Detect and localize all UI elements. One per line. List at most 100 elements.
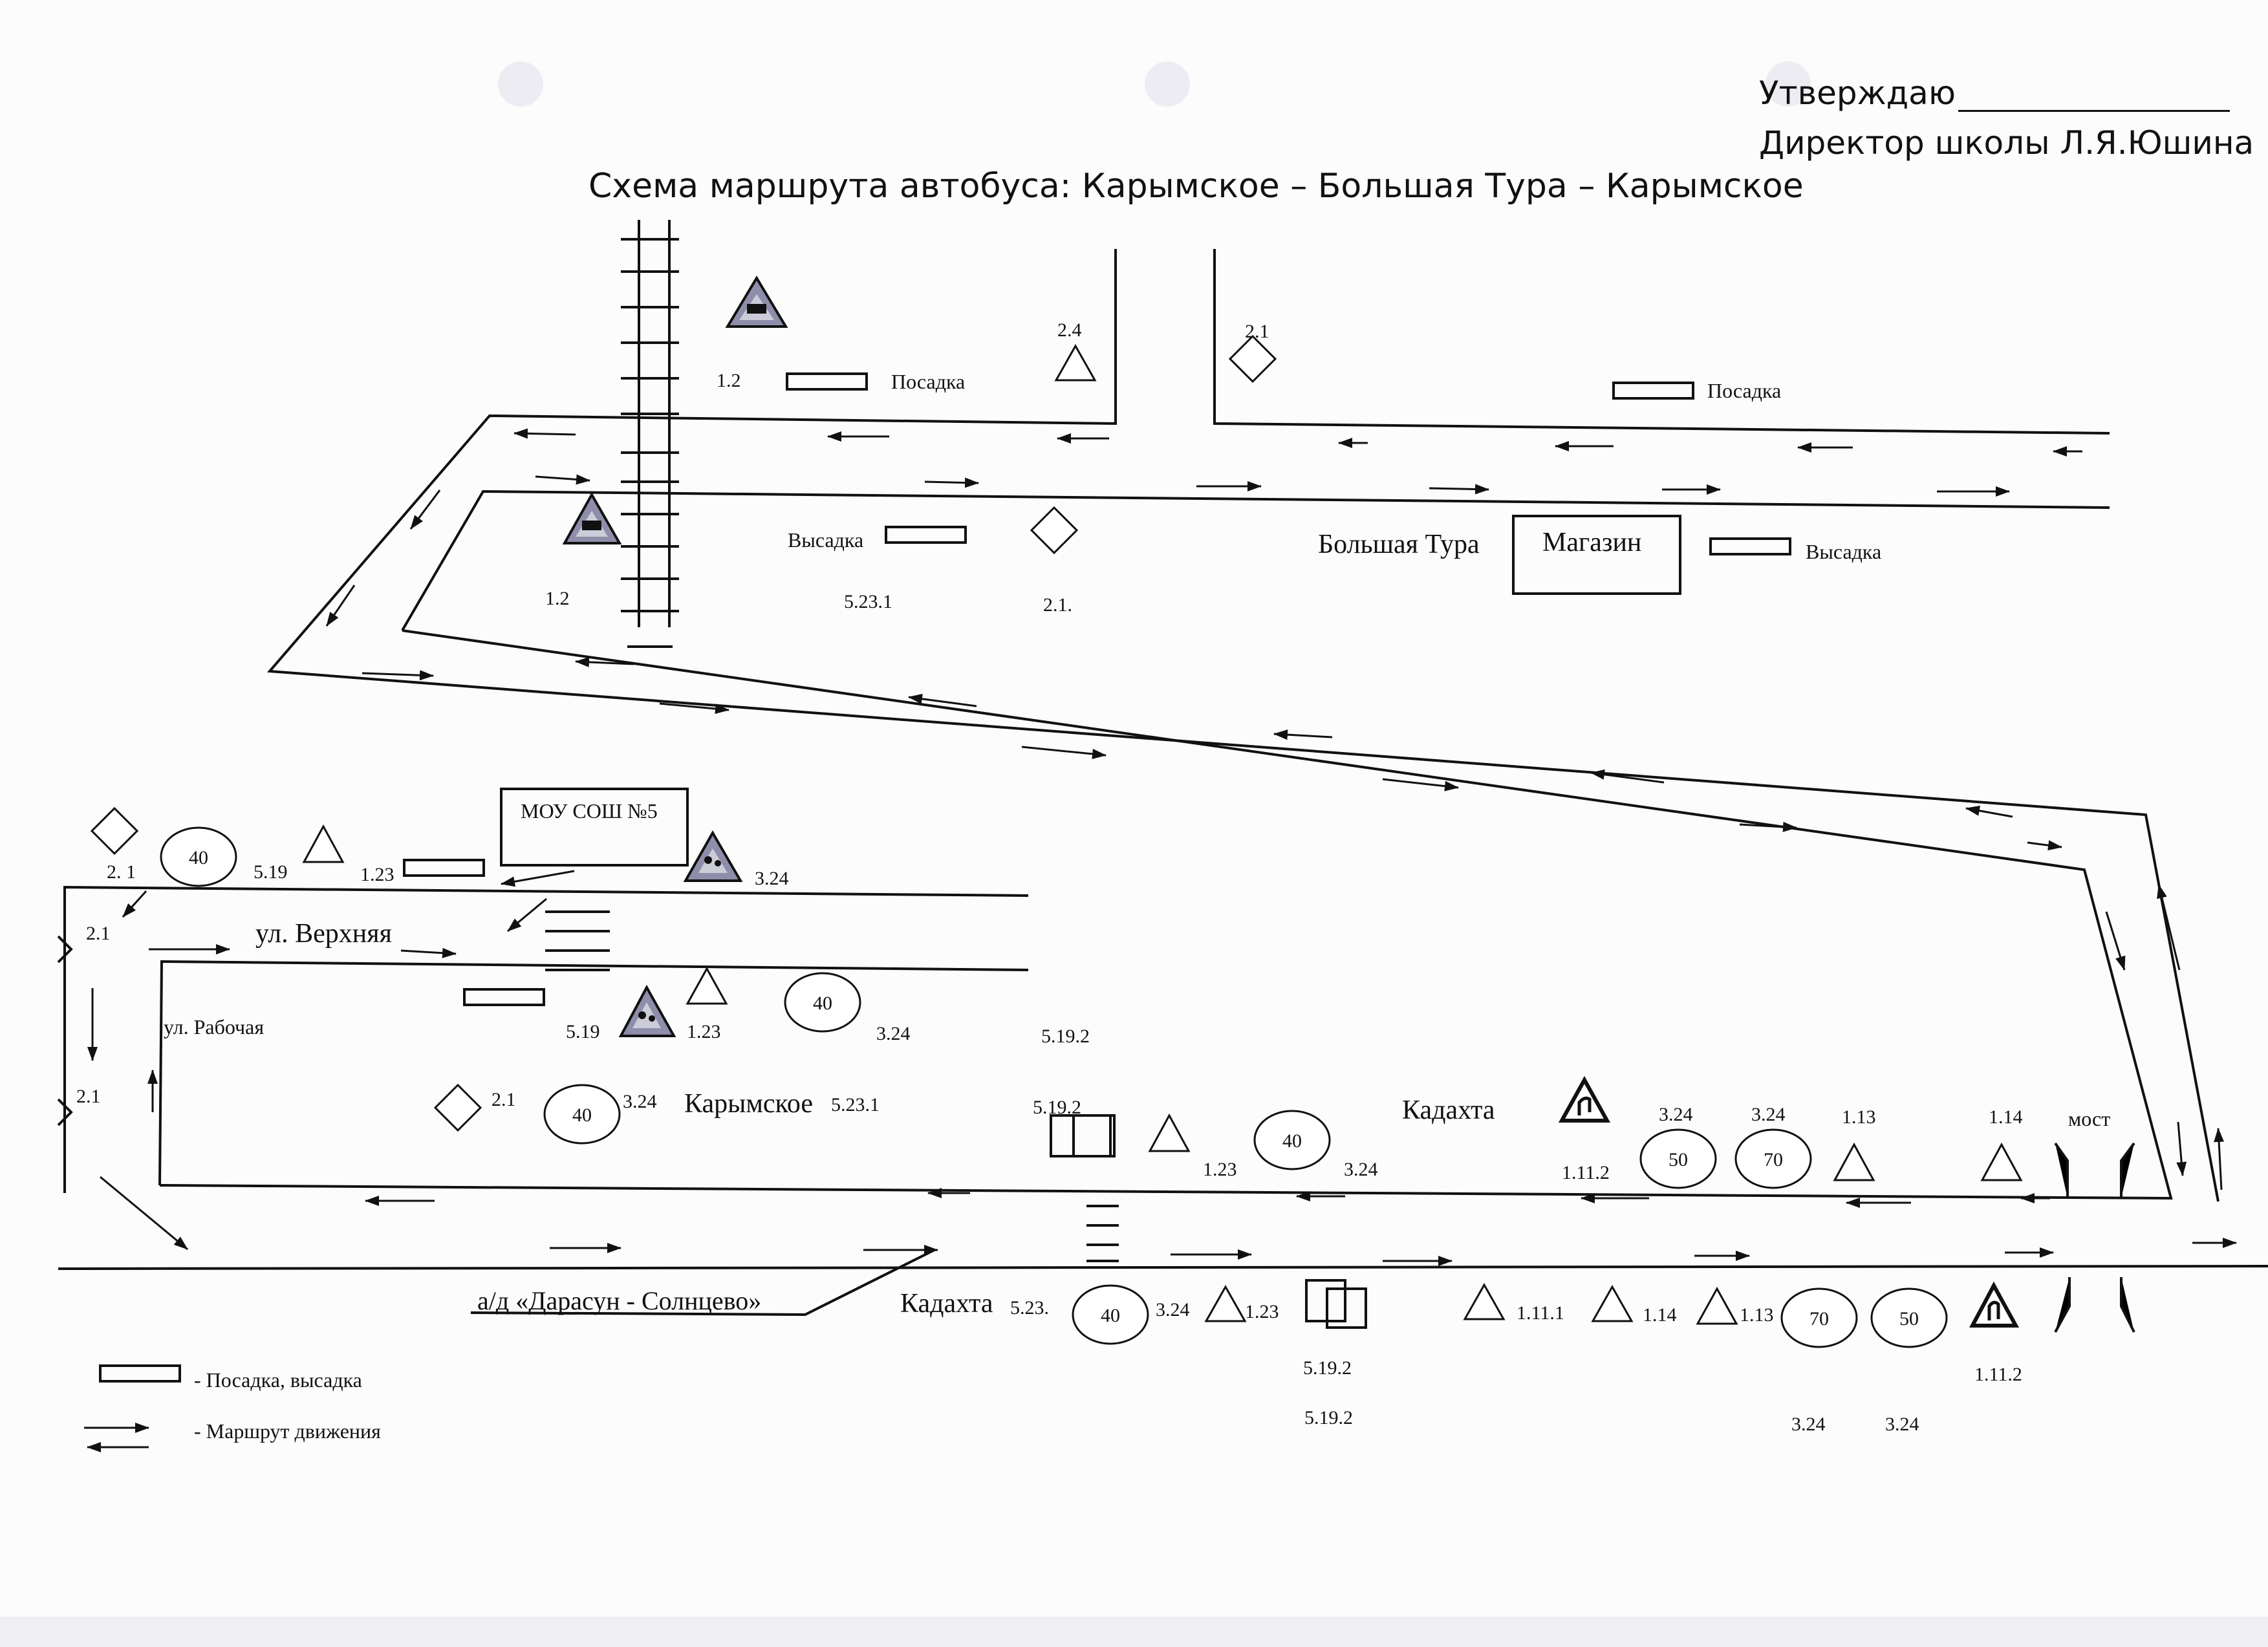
code-1-11-2-b: 1.11.2 [1974, 1364, 2022, 1385]
diamond-sign-2-1-left [90, 806, 139, 856]
code-2-1-b: 2.1 [86, 923, 111, 944]
legend-stop-marker [99, 1364, 181, 1383]
code-3-24-h: 3.24 [1791, 1414, 1826, 1435]
diamond-sign-2-1-mid [1030, 506, 1079, 555]
speed-40-b: 40 [813, 993, 832, 1014]
code-1-11-1: 1.11.1 [1517, 1302, 1564, 1324]
stop-vysadka-2 [1709, 537, 1791, 555]
stop-school [403, 859, 485, 877]
code-2-1-d: 2.1 [76, 1086, 101, 1107]
label-ul-rabochaya: ул. Рабочая [164, 1015, 265, 1039]
dangerous-curve-icon [1558, 1075, 1611, 1123]
scheme-title: Схема маршрута автобуса: Карымское – Бол… [589, 167, 1804, 206]
punch-hole [1766, 61, 1811, 107]
label-posadka-2: Посадка [1707, 379, 1782, 402]
stop-verkhnyaya [463, 988, 545, 1006]
label-vysadka-2: Высадка [1806, 540, 1882, 563]
label-posadka-1: Посадка [891, 370, 966, 393]
code-5-23-1-top: 5.23.1 [844, 591, 892, 612]
code-1-23-a: 1.23 [360, 864, 394, 885]
label-school: МОУ СОШ №5 [521, 799, 658, 823]
approval-line-2: Директор школы Л.Я.Юшина [1759, 124, 2254, 162]
diamond-sign-2-1-c [433, 1083, 482, 1132]
label-kadakhta: Кадахта [1402, 1095, 1495, 1125]
code-1-14-b: 1.14 [1643, 1304, 1677, 1326]
code-1-2-top: 1.2 [717, 370, 741, 391]
school-box [500, 788, 689, 867]
code-5-19-b: 5.19 [566, 1021, 600, 1042]
speed-40-e: 40 [1101, 1305, 1120, 1326]
upper-loop-inner [401, 490, 2110, 632]
speed-40-c: 40 [572, 1104, 592, 1126]
speed-50-a: 50 [1669, 1149, 1688, 1170]
code-2-1-left: 2. 1 [107, 861, 136, 883]
code-5-19-a: 5.19 [254, 861, 288, 883]
code-5-19-2-b: 5.19.2 [1033, 1097, 1081, 1118]
label-vysadka-1: Высадка [788, 528, 864, 552]
code-1-23-c: 1.23 [1203, 1159, 1237, 1180]
stop-posadka-1 [786, 372, 868, 391]
scan-edge [0, 1617, 2268, 1647]
code-1-13-a: 1.13 [1842, 1106, 1876, 1128]
children-sign-icon [683, 830, 743, 882]
road-kink-left-2 [57, 1098, 73, 1126]
triangle-sign-1-13-b [1696, 1286, 1738, 1325]
road-outlines [57, 249, 2268, 1317]
label-bolshaya-tura: Большая Тура [1318, 530, 1480, 559]
code-1-11-2-a: 1.11.2 [1562, 1162, 1610, 1183]
code-3-24-i: 3.24 [1885, 1414, 1919, 1435]
dangerous-curve-icon [1969, 1281, 2020, 1328]
road-underline [470, 1249, 935, 1317]
stop-vysadka-1 [885, 526, 967, 544]
signature-line [1958, 81, 2230, 112]
code-3-24-b: 3.24 [876, 1023, 911, 1044]
triangle-sign-2-4 [1054, 343, 1097, 382]
code-1-13-b: 1.13 [1740, 1304, 1774, 1326]
railway [621, 220, 679, 648]
triangle-sign-1-14-a [1980, 1142, 2023, 1181]
upper-loop-outer [266, 249, 2219, 1202]
punch-hole [498, 61, 543, 107]
code-1-14-a: 1.14 [1989, 1106, 2023, 1128]
speed-limit-signs [160, 826, 1948, 1348]
ul-verkhnyaya-north [63, 885, 1029, 1193]
code-1-23-b: 1.23 [687, 1021, 721, 1042]
children-sign-icon [618, 984, 676, 1037]
triangle-sign-1-11-1 [1463, 1282, 1506, 1320]
punch-hole [1145, 61, 1190, 107]
code-1-2-mid: 1.2 [545, 588, 570, 609]
approval-word: Утверждаю [1759, 74, 1956, 112]
code-2-1-c: 2.1 [491, 1089, 516, 1110]
triangle-sign-1-23-a [302, 824, 345, 863]
railway-crossing-icon [562, 491, 622, 544]
railway-crossing-icon [725, 275, 788, 328]
triangle-sign-1-14-b [1591, 1284, 1634, 1322]
code-3-24-d: 3.24 [1344, 1159, 1378, 1180]
triangle-sign-1-23-c [1148, 1113, 1191, 1152]
main-road-ad [58, 1265, 2268, 1270]
diamond-sign-2-1-top [1228, 334, 1277, 383]
triangle-sign-1-13-a [1833, 1142, 1875, 1181]
bridge [2054, 1142, 2135, 1333]
label-most: мост [2068, 1107, 2111, 1130]
code-5-23: 5.23. [1010, 1297, 1049, 1319]
label-ul-verkhnyaya: ул. Верхняя [255, 919, 392, 949]
stop-posadka-2 [1612, 382, 1694, 400]
code-2-1-top: 2.1 [1245, 321, 1269, 342]
code-5-19-2-d: 5.19.2 [1304, 1407, 1353, 1428]
code-3-24-f: 3.24 [1751, 1104, 1786, 1125]
speed-40-d: 40 [1282, 1130, 1302, 1152]
upper-loop-return [159, 629, 2173, 1200]
legend-route-label: - Маршрут движения [194, 1419, 381, 1443]
crosswalks [545, 910, 1119, 1262]
speed-limit-values: 40 40 40 40 40 50 70 70 50 [189, 847, 1919, 1329]
code-1-23-d: 1.23 [1245, 1301, 1279, 1322]
sign-code-labels: 1.2 2.4 2.1 1.2 5.23.1 2.1. 2. 1 5.19 1.… [76, 319, 2023, 1435]
stop-markers [99, 372, 1791, 1383]
road-kink-left [57, 935, 73, 963]
speed-50-b: 50 [1899, 1308, 1919, 1329]
bolshaya-tura-road-top [1213, 249, 2110, 435]
legend-stop-label: - Посадка, высадка [194, 1368, 362, 1392]
code-5-19-2-a: 5.19.2 [1041, 1026, 1090, 1047]
